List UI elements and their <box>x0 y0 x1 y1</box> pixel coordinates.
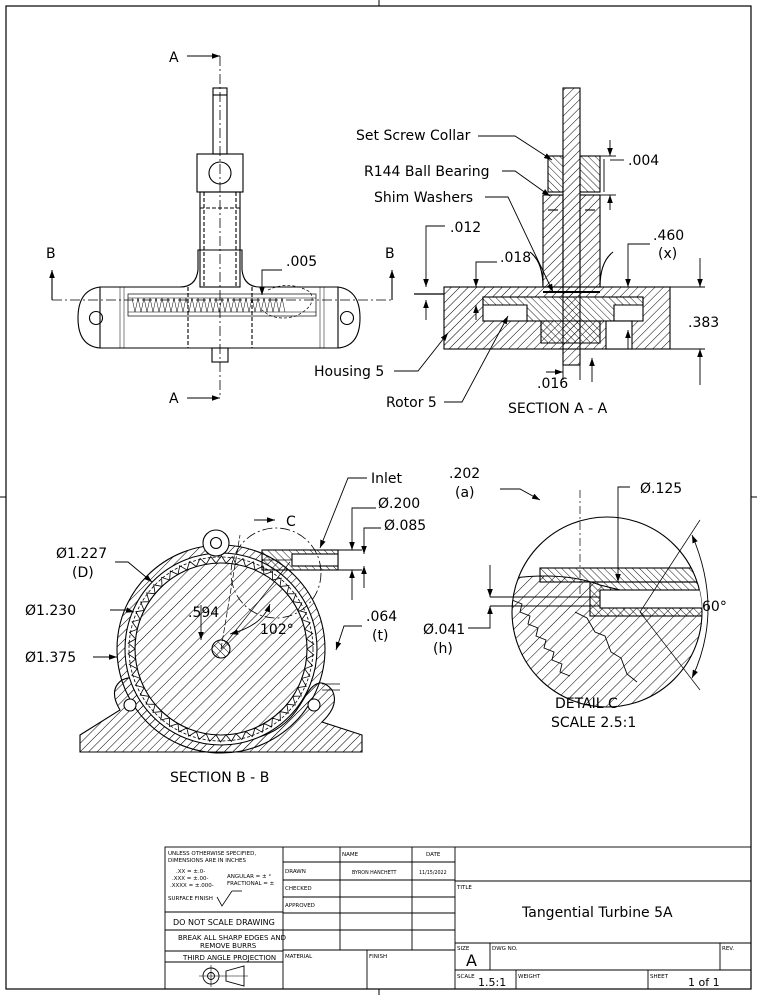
tb-row-drawn: DRAWN <box>285 869 306 875</box>
tb-break-edges-1: BREAK ALL SHARP EDGES AND <box>178 934 286 942</box>
tb-drawn-name: BYRON HANCHETT <box>352 870 396 876</box>
dim-012: .012 <box>450 220 481 236</box>
dim-594: .594 <box>188 605 219 621</box>
tb-weight-label: WEIGHT <box>518 974 541 980</box>
dim-064-note: (t) <box>372 628 388 644</box>
dim-dia-041: Ø.041 <box>423 622 465 638</box>
detail-c-dimensions <box>468 486 709 691</box>
dim-dia-1375: Ø1.375 <box>25 650 76 666</box>
section-bb-dimensions <box>93 477 381 691</box>
tb-scale: 1.5:1 <box>478 976 506 989</box>
front-view-labels: A A B B .005 <box>46 50 395 407</box>
tb-tol-x: .XX = ±.0- <box>176 869 205 875</box>
tb-break-edges-2: REMOVE BURRS <box>200 942 257 950</box>
dim-018: .018 <box>500 250 531 266</box>
tb-sheet-label: SHEET <box>650 974 669 980</box>
section-bb-title: SECTION B - B <box>170 770 269 786</box>
dim-dia-1227: Ø1.227 <box>56 546 107 562</box>
label-housing: Housing 5 <box>314 364 384 380</box>
tb-rev-label: REV. <box>722 946 734 952</box>
detail-c-scale: SCALE 2.5:1 <box>551 715 636 731</box>
tb-material-label: MATERIAL <box>285 954 313 960</box>
dim-angle-102: 102° <box>260 622 294 638</box>
label-section-a-bottom: A <box>169 391 179 407</box>
dim-460-note: (x) <box>658 246 677 262</box>
tb-tol-xx: .XXX = ±.00- <box>172 876 209 882</box>
label-section-b-left: B <box>46 246 56 262</box>
dim-016: .016 <box>537 376 568 392</box>
tb-title: Tangential Turbine 5A <box>521 905 673 921</box>
tb-tol-angular: ANGULAR = ± ° <box>227 874 271 880</box>
label-section-a-top: A <box>169 50 179 66</box>
tb-tolerance-note-2: DIMENSIONS ARE IN INCHES <box>168 858 246 864</box>
tb-tol-fractional: FRACTIONAL = ± <box>227 881 275 887</box>
dim-064: .064 <box>366 609 397 625</box>
section-aa-view <box>443 87 671 366</box>
detail-c-labels: .202 (a) Ø.125 60° Ø.041 (h) DETAIL C SC… <box>423 466 727 731</box>
dim-383: .383 <box>688 315 719 331</box>
section-aa-labels: Set Screw Collar R144 Ball Bearing Shim … <box>314 128 719 417</box>
tb-drawn-date: 11/15/2022 <box>419 870 447 876</box>
front-view <box>49 53 395 401</box>
dim-dia-041-note: (h) <box>433 641 453 657</box>
dim-dia-1227-note: (D) <box>72 565 94 581</box>
dim-460: .460 <box>653 228 684 244</box>
dim-dia-200: Ø.200 <box>378 496 420 512</box>
tb-surface-finish: SURFACE FINISH <box>168 896 213 902</box>
tb-title-label: TITLE <box>456 885 472 891</box>
tb-col-date: DATE <box>426 852 441 858</box>
section-aa-dimensions <box>394 135 705 403</box>
section-bb-teeth <box>127 555 315 743</box>
tb-sheet: 1 of 1 <box>688 976 720 989</box>
dim-angle-60: 60° <box>702 599 727 615</box>
tb-size: A <box>466 951 477 970</box>
dim-202-note: (a) <box>455 485 475 501</box>
rotor-teeth <box>127 555 315 743</box>
tb-row-approved: APPROVED <box>285 903 315 909</box>
dim-dia-1230: Ø1.230 <box>25 603 76 619</box>
section-aa-title: SECTION A - A <box>508 401 608 417</box>
label-inlet: Inlet <box>371 471 403 487</box>
tb-do-not-scale: DO NOT SCALE DRAWING <box>173 918 275 927</box>
tb-tolerance-note-1: UNLESS OTHERWISE SPECIFIED, <box>168 851 256 857</box>
title-block <box>164 846 752 990</box>
dim-005: .005 <box>286 254 317 270</box>
dim-202: .202 <box>449 466 480 482</box>
label-set-screw-collar: Set Screw Collar <box>356 128 471 144</box>
tb-third-angle: THIRD ANGLE PROJECTION <box>182 954 276 962</box>
title-block-labels: UNLESS OTHERWISE SPECIFIED, DIMENSIONS A… <box>168 851 734 989</box>
label-section-b-right: B <box>385 246 395 262</box>
tb-size-label: SIZE <box>457 946 470 952</box>
tb-dwg-no-label: DWG NO. <box>492 946 518 952</box>
tb-scale-label: SCALE <box>457 974 475 980</box>
dim-dia-125: Ø.125 <box>640 481 682 497</box>
tb-tol-xxx: .XXXX = ±.000- <box>170 883 214 889</box>
tb-finish-label: FINISH <box>369 954 387 960</box>
detail-c-view <box>511 516 703 708</box>
dim-004: .004 <box>628 153 659 169</box>
label-ball-bearing: R144 Ball Bearing <box>364 164 490 180</box>
detail-c-title: DETAIL C <box>555 696 618 712</box>
section-bb-labels: Inlet Ø.200 Ø.085 C Ø1.227 (D) Ø1.230 .5… <box>25 471 426 786</box>
dim-dia-085: Ø.085 <box>384 518 426 534</box>
tb-row-checked: CHECKED <box>285 886 312 892</box>
label-shim-washers: Shim Washers <box>374 190 473 206</box>
tb-col-name: NAME <box>342 852 359 858</box>
detail-marker-c: C <box>286 514 296 530</box>
label-rotor: Rotor 5 <box>386 395 437 411</box>
